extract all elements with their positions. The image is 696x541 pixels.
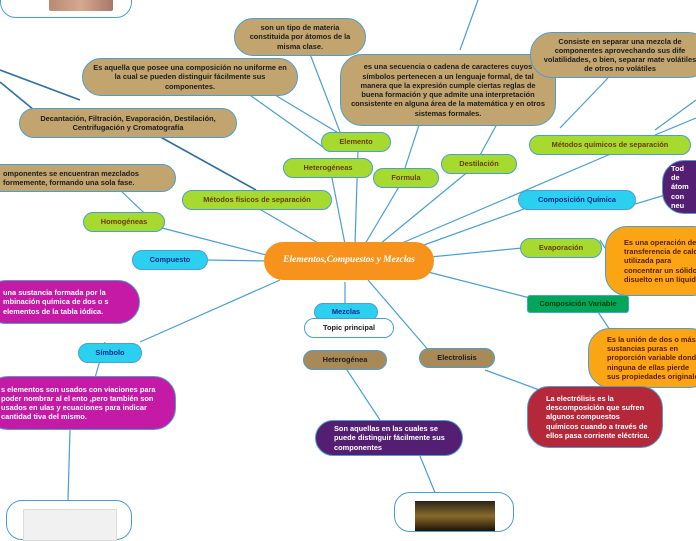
image-card-bottom-left bbox=[6, 500, 132, 541]
node-evaporacion[interactable]: Evaporación bbox=[520, 238, 602, 258]
node-mezclas-text: Mezclas bbox=[331, 307, 361, 317]
node-simbolo-text: Símbolo bbox=[95, 348, 125, 358]
node-composicion-quimica-text: Composición Química bbox=[537, 195, 617, 205]
chemistry-photo bbox=[23, 509, 117, 541]
node-consiste[interactable]: Consiste en separar una mezcla de compon… bbox=[530, 32, 696, 78]
node-formula[interactable]: Formula bbox=[373, 168, 439, 188]
node-operacion[interactable]: Es una operación de transferencia de cal… bbox=[605, 226, 696, 296]
node-homogenea-def-text: Es aquella que posee una composición no … bbox=[93, 63, 287, 91]
node-electrolisis-def[interactable]: La electrólisis es la descomposición que… bbox=[527, 386, 663, 448]
node-compuesto[interactable]: Compuesto bbox=[132, 250, 208, 270]
node-secuencia-text: es una secuencia o cadena de caracteres … bbox=[351, 62, 545, 118]
node-metodos-quimicos[interactable]: Métodos químicos de separación bbox=[529, 135, 691, 155]
node-sustancia-text: una sustancia formada por la mbinación q… bbox=[3, 288, 109, 316]
node-composicion-quimica[interactable]: Composición Química bbox=[518, 190, 636, 210]
node-homogeneas[interactable]: Homogéneas bbox=[83, 212, 165, 232]
node-compuesto-text: Compuesto bbox=[149, 255, 191, 265]
node-metodos-fisicos[interactable]: Métodos físicos de separación bbox=[182, 190, 332, 210]
node-electrolisis-text: Electrolisis bbox=[437, 353, 477, 363]
image-card-bottom-center bbox=[394, 492, 514, 532]
node-metodos-fisicos-text: Métodos físicos de separación bbox=[203, 195, 311, 205]
node-consiste-text: Consiste en separar una mezcla de compon… bbox=[543, 36, 696, 74]
node-operacion-text: Es una operación de transferencia de cal… bbox=[624, 237, 696, 284]
node-todo-text: Tod de átom con neu bbox=[671, 163, 689, 210]
node-elemento-text: Elemento bbox=[339, 137, 373, 147]
node-union-text: Es la unión de dos o más sustancias pura… bbox=[607, 334, 696, 381]
mixture-photo bbox=[415, 501, 495, 531]
node-simbolos-def[interactable]: s elementos son usados con viaciones par… bbox=[0, 376, 176, 430]
node-evaporacion-text: Evaporación bbox=[538, 243, 584, 253]
node-heterogeneas[interactable]: Heterogéneas bbox=[283, 158, 373, 178]
node-secuencia[interactable]: es una secuencia o cadena de caracteres … bbox=[340, 54, 556, 126]
node-homogenea-def[interactable]: Es aquella que posee una composición no … bbox=[82, 58, 298, 96]
node-decantacion-text: Decantación, Filtración, Evaporación, De… bbox=[40, 113, 216, 132]
node-metodos-quimicos-text: Métodos químicos de separación bbox=[551, 140, 669, 150]
node-elemento[interactable]: Elemento bbox=[321, 132, 391, 152]
node-composicion-variable[interactable]: Composición Variable bbox=[527, 295, 629, 313]
node-electrolisis-def-text: La electrólisis es la descomposición que… bbox=[546, 393, 650, 440]
node-simbolo[interactable]: Símbolo bbox=[78, 343, 142, 363]
node-son-aquellas[interactable]: Son aquellas en las cuales se puede dist… bbox=[315, 420, 463, 456]
node-destilacion[interactable]: Destilación bbox=[441, 154, 517, 174]
node-tipo-materia[interactable]: son un tipo de materia constituida por á… bbox=[234, 18, 366, 56]
element-photo bbox=[49, 0, 113, 11]
node-electrolisis[interactable]: Electrolisis bbox=[419, 348, 495, 368]
node-todo[interactable]: Tod de átom con neu bbox=[662, 160, 696, 214]
node-formula-text: Formula bbox=[391, 173, 421, 183]
node-topic-principal[interactable]: Topic principal bbox=[304, 318, 394, 338]
central-topic[interactable]: Elementos,Compuestos y Mezclas bbox=[264, 242, 434, 280]
node-son-aquellas-text: Son aquellas en las cuales se puede dist… bbox=[334, 424, 445, 452]
node-sustancia[interactable]: una sustancia formada por la mbinación q… bbox=[0, 280, 140, 324]
node-tipo-materia-text: son un tipo de materia constituida por á… bbox=[249, 23, 351, 51]
node-heterogenea[interactable]: Heterogénea bbox=[303, 350, 387, 370]
node-heterogenea-text: Heterogénea bbox=[322, 355, 368, 365]
node-decantacion[interactable]: Decantación, Filtración, Evaporación, De… bbox=[19, 108, 237, 138]
node-union[interactable]: Es la unión de dos o más sustancias pura… bbox=[588, 328, 696, 388]
node-simbolos-def-text: s elementos son usados con viaciones par… bbox=[1, 384, 156, 422]
image-card-top-left bbox=[0, 0, 132, 18]
node-homogeneas-text: Homogéneas bbox=[100, 217, 148, 227]
central-topic-text: Elementos,Compuestos y Mezclas bbox=[283, 255, 415, 266]
node-componentes-mezclados-text: omponentes se encuentran mezclados forme… bbox=[3, 168, 139, 187]
node-heterogeneas-text: Heterogéneas bbox=[303, 163, 353, 173]
node-destilacion-text: Destilación bbox=[459, 159, 499, 169]
node-topic-principal-text: Topic principal bbox=[322, 323, 375, 333]
node-componentes-mezclados[interactable]: omponentes se encuentran mezclados forme… bbox=[0, 164, 176, 192]
node-composicion-variable-text: Composición Variable bbox=[539, 299, 617, 309]
